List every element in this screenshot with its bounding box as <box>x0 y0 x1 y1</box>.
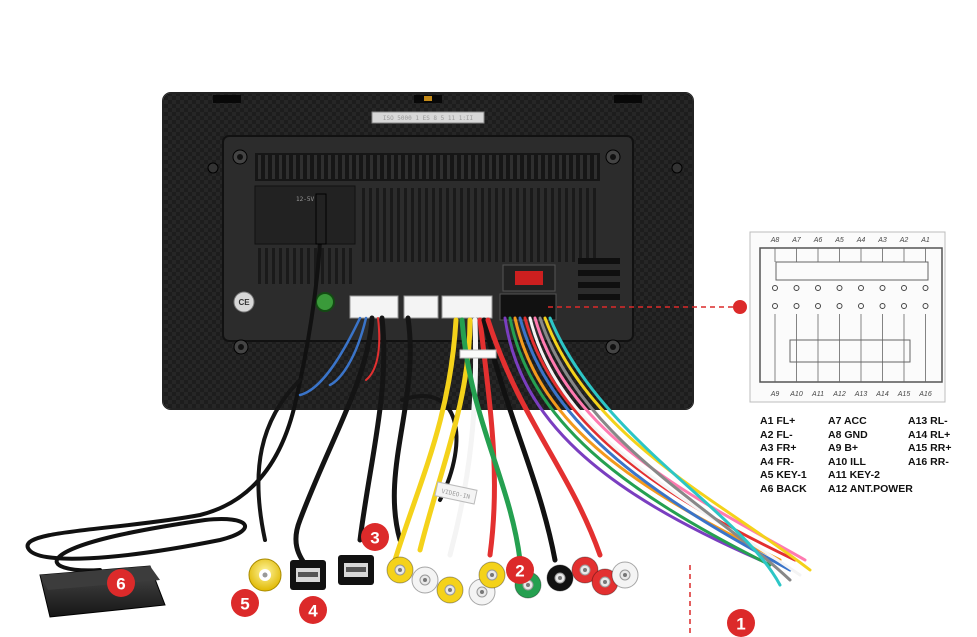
serial-label: ISO 5000 1 ES 8 5 11 1:II <box>383 115 474 122</box>
rca-plug <box>386 556 414 584</box>
pin-legend-item: A11 KEY-2 <box>828 469 880 482</box>
connector-white-2 <box>403 295 439 319</box>
head-unit-back: ISO 5000 1 ES 8 5 11 1:II 12-5V CE <box>162 92 694 410</box>
rca-plug <box>571 556 599 584</box>
pin-legend-item: A3 FR+ <box>760 442 797 455</box>
svg-text:4: 4 <box>308 602 318 621</box>
pin-legend-item: A12 ANT.POWER <box>828 483 913 495</box>
connector-white-3 <box>441 295 493 319</box>
iso-connector <box>499 293 557 321</box>
pin-legend-item: A13 RL- <box>908 415 948 427</box>
rca-plug <box>436 576 464 604</box>
pin-legend-item: A1 FL+ <box>760 415 796 427</box>
rca-plug <box>411 566 439 594</box>
diagram-pin-label-bottom: A11 <box>811 391 824 398</box>
number-badge-2: 2 <box>506 556 534 584</box>
port-label: 12-5V <box>296 196 314 203</box>
gps-antenna <box>39 565 166 618</box>
diagram-pin-label-bottom: A13 <box>854 391 868 398</box>
rca-plug <box>546 564 574 592</box>
pin-legend-item: A14 RL+ <box>908 428 951 441</box>
diagram-pin-label-top: A2 <box>899 237 909 244</box>
diagram-pin-label-bottom: A14 <box>875 391 889 398</box>
pin-legend-item: A6 BACK <box>760 483 807 495</box>
pin-legend-item: A10 ILL <box>828 455 866 468</box>
rca-plug <box>611 561 639 589</box>
gps-antenna-port <box>315 292 335 312</box>
pin-legend-item: A7 ACC <box>828 415 867 427</box>
usb-connectors <box>290 555 374 590</box>
diagram-pin-label-top: A1 <box>920 237 930 244</box>
pin-legend-item: A16 RR- <box>908 455 949 468</box>
number-badge-6: 6 <box>107 569 135 597</box>
pin-legend-item: A8 GND <box>828 428 868 441</box>
wire-harness <box>25 193 812 587</box>
pinout-diagram: A8 A7 A6 A5 A4 A3 A2 A1 A9 A10 A11 A12 A13 A14 A15 A16 <box>749 231 946 403</box>
svg-text:5: 5 <box>240 595 249 614</box>
pin-legend-item: A5 KEY-1 <box>760 469 807 482</box>
diagram-pin-label-top: A5 <box>834 237 844 244</box>
pin-legend-item: A4 FR- <box>760 455 794 468</box>
svg-text:1: 1 <box>736 615 745 634</box>
mounting-screws <box>207 149 683 355</box>
pin-legend-item: A15 RR+ <box>908 442 952 455</box>
ce-label: CE <box>238 298 250 307</box>
rca-connectors <box>248 556 639 606</box>
rca-plug <box>478 561 506 589</box>
cable-tags: VIDEO-IN <box>434 481 478 505</box>
diagram-pin-label-top: A8 <box>770 237 780 244</box>
number-badge-3: 3 <box>361 523 389 551</box>
diagram-pin-label-bottom: A9 <box>770 391 780 398</box>
diagram-pin-label-bottom: A16 <box>918 391 932 398</box>
number-badge-5: 5 <box>231 589 259 617</box>
number-badge-4: 4 <box>299 596 327 624</box>
diagram-pin-label-top: A6 <box>813 237 823 244</box>
diagram-pin-label-top: A3 <box>877 237 887 244</box>
pin-legend-item: A2 FL- <box>760 428 793 441</box>
diagram-pin-label-top: A7 <box>791 237 802 244</box>
diagram-pin-label-bottom: A12 <box>832 391 846 398</box>
number-badges: 1 2 3 4 5 6 <box>107 523 755 637</box>
callout-dot <box>733 300 747 314</box>
svg-text:3: 3 <box>370 529 379 548</box>
diagram-pin-label-bottom: A10 <box>789 391 803 398</box>
certification-mark <box>233 291 255 313</box>
svg-text:6: 6 <box>116 575 125 594</box>
diagram-pin-label-bottom: A15 <box>897 391 911 398</box>
number-badge-1: 1 <box>727 609 755 637</box>
connector-white-1 <box>349 295 399 319</box>
diagram-pin-label-top: A4 <box>856 237 866 244</box>
svg-text:2: 2 <box>515 562 524 581</box>
pin-legend-item: A9 B+ <box>828 442 859 455</box>
